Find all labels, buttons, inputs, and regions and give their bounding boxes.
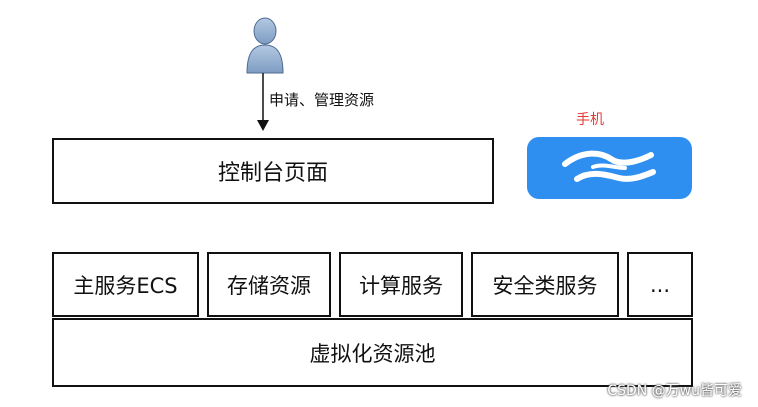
service-ecs: 主服务ECS [52,252,199,317]
arrow-label: 申请、管理资源 [269,91,375,109]
service-security: 安全类服务 [471,252,619,317]
user-icon [246,17,284,74]
service-storage: 存储资源 [207,252,331,317]
service-compute: 计算服务 [339,252,463,317]
down-arrow [257,73,269,131]
phone-label: 手机 [576,112,604,128]
console-page-box: 控制台页面 [52,138,494,204]
resource-pool-box: 虚拟化资源池 [52,318,693,387]
watermark: CSDN @万wu皆可爱 [607,383,742,399]
service-more: ... [627,252,693,317]
cloud-app-icon [527,137,692,199]
